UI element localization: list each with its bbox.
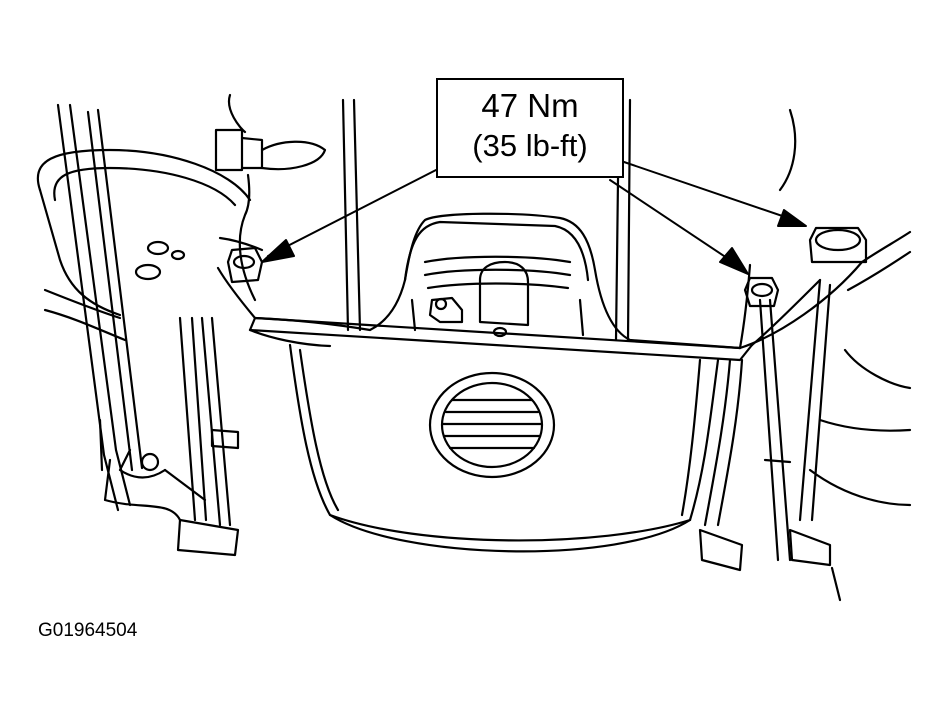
top-left-bolt	[216, 95, 325, 170]
left-mount-ring	[38, 150, 262, 315]
torque-imperial-label: (35 lb-ft)	[472, 128, 588, 163]
differential-cover	[218, 175, 862, 551]
cover-bolts	[228, 228, 866, 306]
right-frame	[700, 232, 910, 600]
lower-left-pipes	[100, 318, 238, 555]
left-brake-lines	[45, 105, 142, 510]
torque-metric-label: 47 Nm	[481, 87, 579, 124]
figure-id-label: G01964504	[38, 620, 138, 641]
fill-plug	[430, 373, 554, 477]
callout-leaders	[262, 162, 806, 274]
torque-callout: 47 Nm (35 lb-ft)	[436, 78, 624, 178]
